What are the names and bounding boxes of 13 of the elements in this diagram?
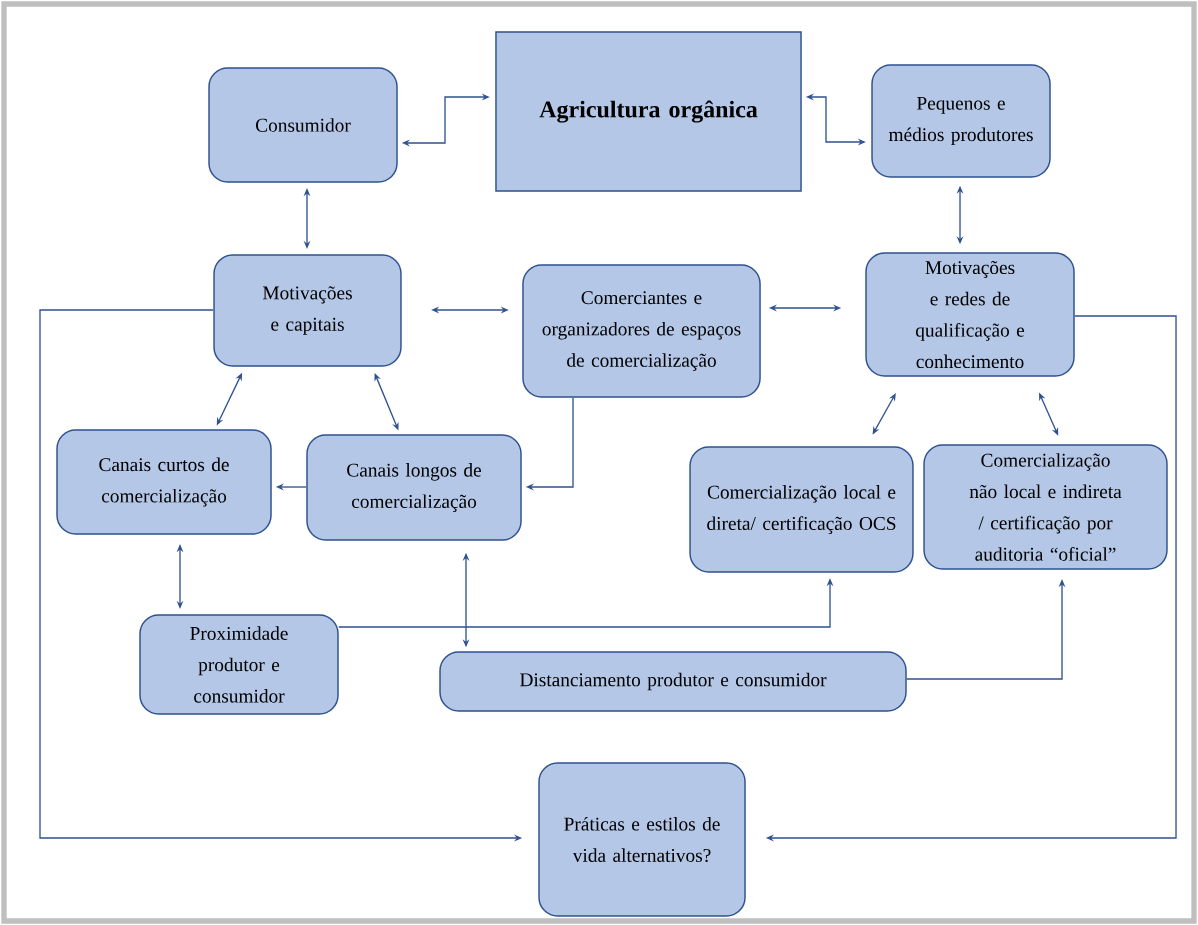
process-box: Comercialização não local e indireta / certificação por auditoria “oficial” xyxy=(923,444,1168,570)
process-box: Pequenos e médios produtores xyxy=(871,64,1051,178)
process-box: Motivações e redes de qualificação e conhecimento xyxy=(865,252,1075,377)
process-box: Canais curtos de comercialização xyxy=(56,429,272,535)
process-box: Comercialização local e direta/ certificação OCS xyxy=(689,446,914,573)
process-box: Práticas e estilos de vida alternativos? xyxy=(538,762,746,917)
process-box: Distanciamento produtor e consumidor xyxy=(439,651,907,712)
title-box: Agricultura orgânica xyxy=(495,31,802,192)
process-box: Canais longos de comercialização xyxy=(306,434,522,541)
process-box: Motivações e capitais xyxy=(213,254,402,367)
process-box: Consumidor xyxy=(208,67,398,183)
process-box: Comerciantes e organizadores de espaços de comercialização xyxy=(522,264,761,398)
process-box: Proximidade produtor e consumidor xyxy=(139,614,339,715)
